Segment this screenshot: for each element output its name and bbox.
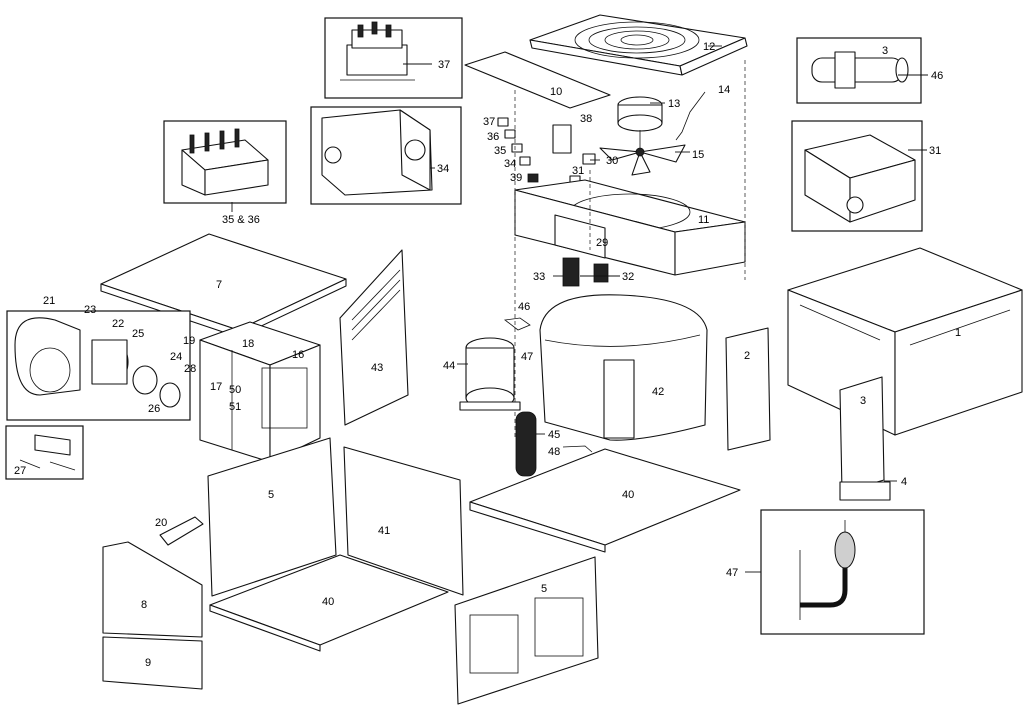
fan-motor: [617, 96, 663, 150]
front-panel: [454, 556, 599, 705]
callout-label: 44: [443, 360, 455, 372]
fan-deck-panel: [514, 179, 746, 276]
callout-label: 3: [882, 45, 888, 57]
callout-label: 26: [148, 403, 160, 415]
callout-label: 17: [210, 381, 222, 393]
callout-label: 38: [580, 113, 592, 125]
callout-label: 33: [533, 271, 545, 283]
motor-bracket: [675, 91, 706, 141]
callout-label: 32: [622, 271, 634, 283]
callout-label: 16: [292, 349, 304, 361]
callout-label: 11: [698, 214, 709, 226]
callout-label: 40: [622, 489, 634, 501]
callout-label: 8: [141, 599, 147, 611]
callout-label: 14: [718, 84, 730, 96]
callout-label: 39: [510, 172, 522, 184]
callout-label: 37: [438, 59, 450, 71]
base-pan-right: [469, 448, 741, 546]
callout-label: 22: [112, 318, 124, 330]
limit-switch-frame: [5, 425, 84, 480]
callout-label: 29: [596, 237, 608, 249]
callout-label: 47: [521, 351, 533, 363]
callout-label: 23: [84, 304, 96, 316]
callout-label: 9: [145, 657, 151, 669]
control-panel: [339, 249, 409, 426]
callout-label: 35: [494, 145, 506, 157]
callout-label: 12: [703, 41, 715, 53]
capacitor: [811, 51, 909, 89]
callout-label: 27: [14, 465, 26, 477]
heater-compartment: [199, 321, 321, 463]
callout-label: 36: [487, 131, 499, 143]
callout-label: 28: [184, 363, 196, 375]
callout-label: 30: [606, 155, 618, 167]
compressor-mount: [593, 263, 609, 283]
callout-label: 47: [726, 567, 738, 579]
filter-clip: [159, 516, 204, 546]
callout-label: 15: [692, 149, 704, 161]
accumulator: [515, 411, 537, 477]
callout-label: 51: [229, 401, 241, 413]
callout-label: 24: [170, 351, 182, 363]
callout-label: 3: [860, 395, 866, 407]
refrigerant-line: [799, 520, 856, 620]
side-louver-panel: [839, 376, 885, 493]
callout-label: 37: [483, 116, 495, 128]
callout-label: 31: [572, 165, 584, 177]
kick-panel: [102, 636, 203, 690]
control-cover: [725, 327, 771, 451]
callout-label: 13: [668, 98, 680, 110]
callout-label: 43: [371, 362, 383, 374]
defrost-board: [804, 134, 916, 223]
side-panel-left: [207, 437, 337, 597]
callout-label: 34: [437, 163, 449, 175]
callout-label: 50: [229, 384, 241, 396]
rear-panel: [343, 446, 464, 596]
callout-label: 48: [548, 446, 560, 458]
limit-switch: [19, 434, 76, 471]
corner-post: [839, 481, 891, 501]
callout-label: 34: [504, 158, 516, 170]
relay: [340, 21, 415, 81]
callout-label: 19: [183, 335, 195, 347]
fan-grille-top: [529, 14, 748, 76]
compressor: [459, 337, 521, 411]
contactor: [181, 128, 269, 196]
callout-label: 25: [132, 328, 144, 340]
callout-label: 46: [518, 301, 530, 313]
condenser-coil: [539, 294, 708, 441]
callout-label: 31: [929, 145, 941, 157]
callout-label: 10: [550, 86, 562, 98]
callout-label: 40: [322, 596, 334, 608]
callout-label: 46: [931, 70, 943, 82]
callout-label: 35 & 36: [222, 214, 260, 226]
callout-label: 20: [155, 517, 167, 529]
fan-blade: [599, 144, 686, 176]
callout-labels: 1 2 3 3 4 5 5 7 8 9 10 11 12 13 14 15 16…: [14, 41, 961, 669]
compressor-grommet: [562, 257, 580, 287]
callout-label: 4: [901, 476, 907, 488]
top-panel-strip: [464, 51, 611, 109]
callout-label: 5: [268, 489, 274, 501]
control-box: [321, 109, 433, 196]
callout-label: 7: [216, 279, 222, 291]
callout-label: 42: [652, 386, 664, 398]
callout-label: 18: [242, 338, 254, 350]
callout-label: 21: [43, 295, 55, 307]
callout-label: 2: [744, 350, 750, 362]
access-panel: [102, 541, 203, 638]
drier-clip: [562, 445, 593, 453]
callout-label: 1: [955, 327, 961, 339]
blower-wheel-housing: [14, 317, 181, 408]
outer-cabinet: [787, 247, 1023, 436]
callout-label: 41: [378, 525, 390, 537]
callout-label: 5: [541, 583, 547, 595]
service-valve: [503, 317, 531, 331]
callout-label: 45: [548, 429, 560, 441]
